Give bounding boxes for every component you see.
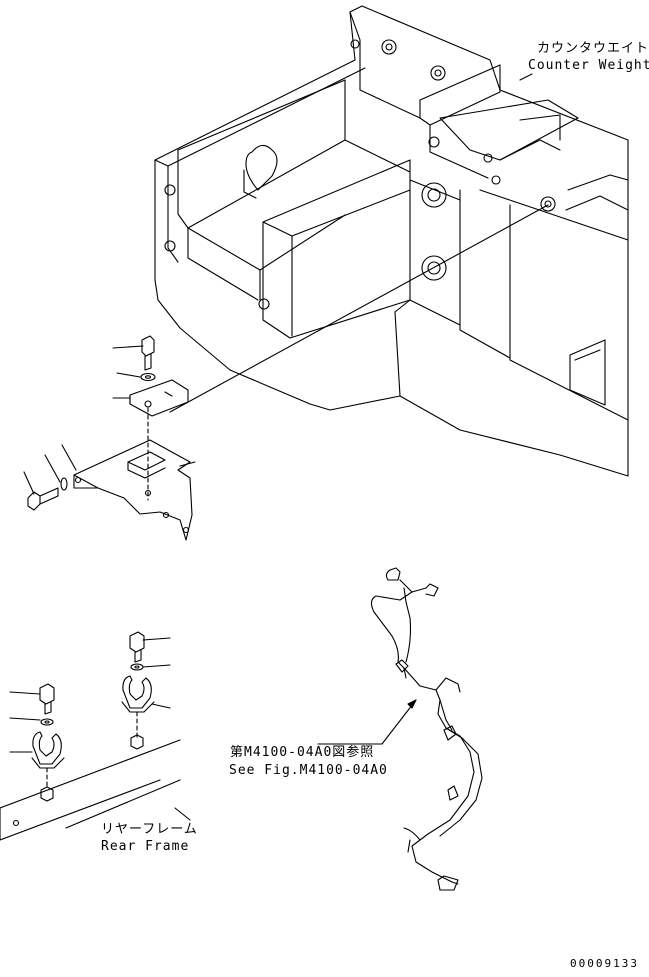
drawing-number: 00009133	[570, 957, 639, 970]
reference-label-jp: 第M4100-04A0図参照	[230, 745, 375, 760]
reference-label-en: See Fig.M4100-04A0	[229, 763, 388, 778]
rear-frame-label-en: Rear Frame	[101, 839, 190, 854]
reference-leader-line	[318, 700, 416, 744]
clamp-right	[122, 632, 170, 749]
assembly-guide-line	[170, 205, 548, 412]
counter-weight-leader	[520, 74, 532, 80]
bracket-assembly	[24, 336, 195, 540]
counter-weight-drawing	[155, 6, 628, 476]
wiring-harness	[371, 568, 482, 890]
clamp-left	[10, 684, 64, 801]
counter-weight-label-jp: カウンタウエイト	[537, 41, 649, 56]
counter-weight-label-en: Counter Weight	[528, 58, 649, 73]
rear-frame-leader	[175, 808, 190, 820]
reference-arrow	[408, 700, 416, 708]
rear-frame-drawing	[0, 740, 180, 840]
rear-frame-label-jp: リヤーフレーム	[101, 822, 198, 837]
